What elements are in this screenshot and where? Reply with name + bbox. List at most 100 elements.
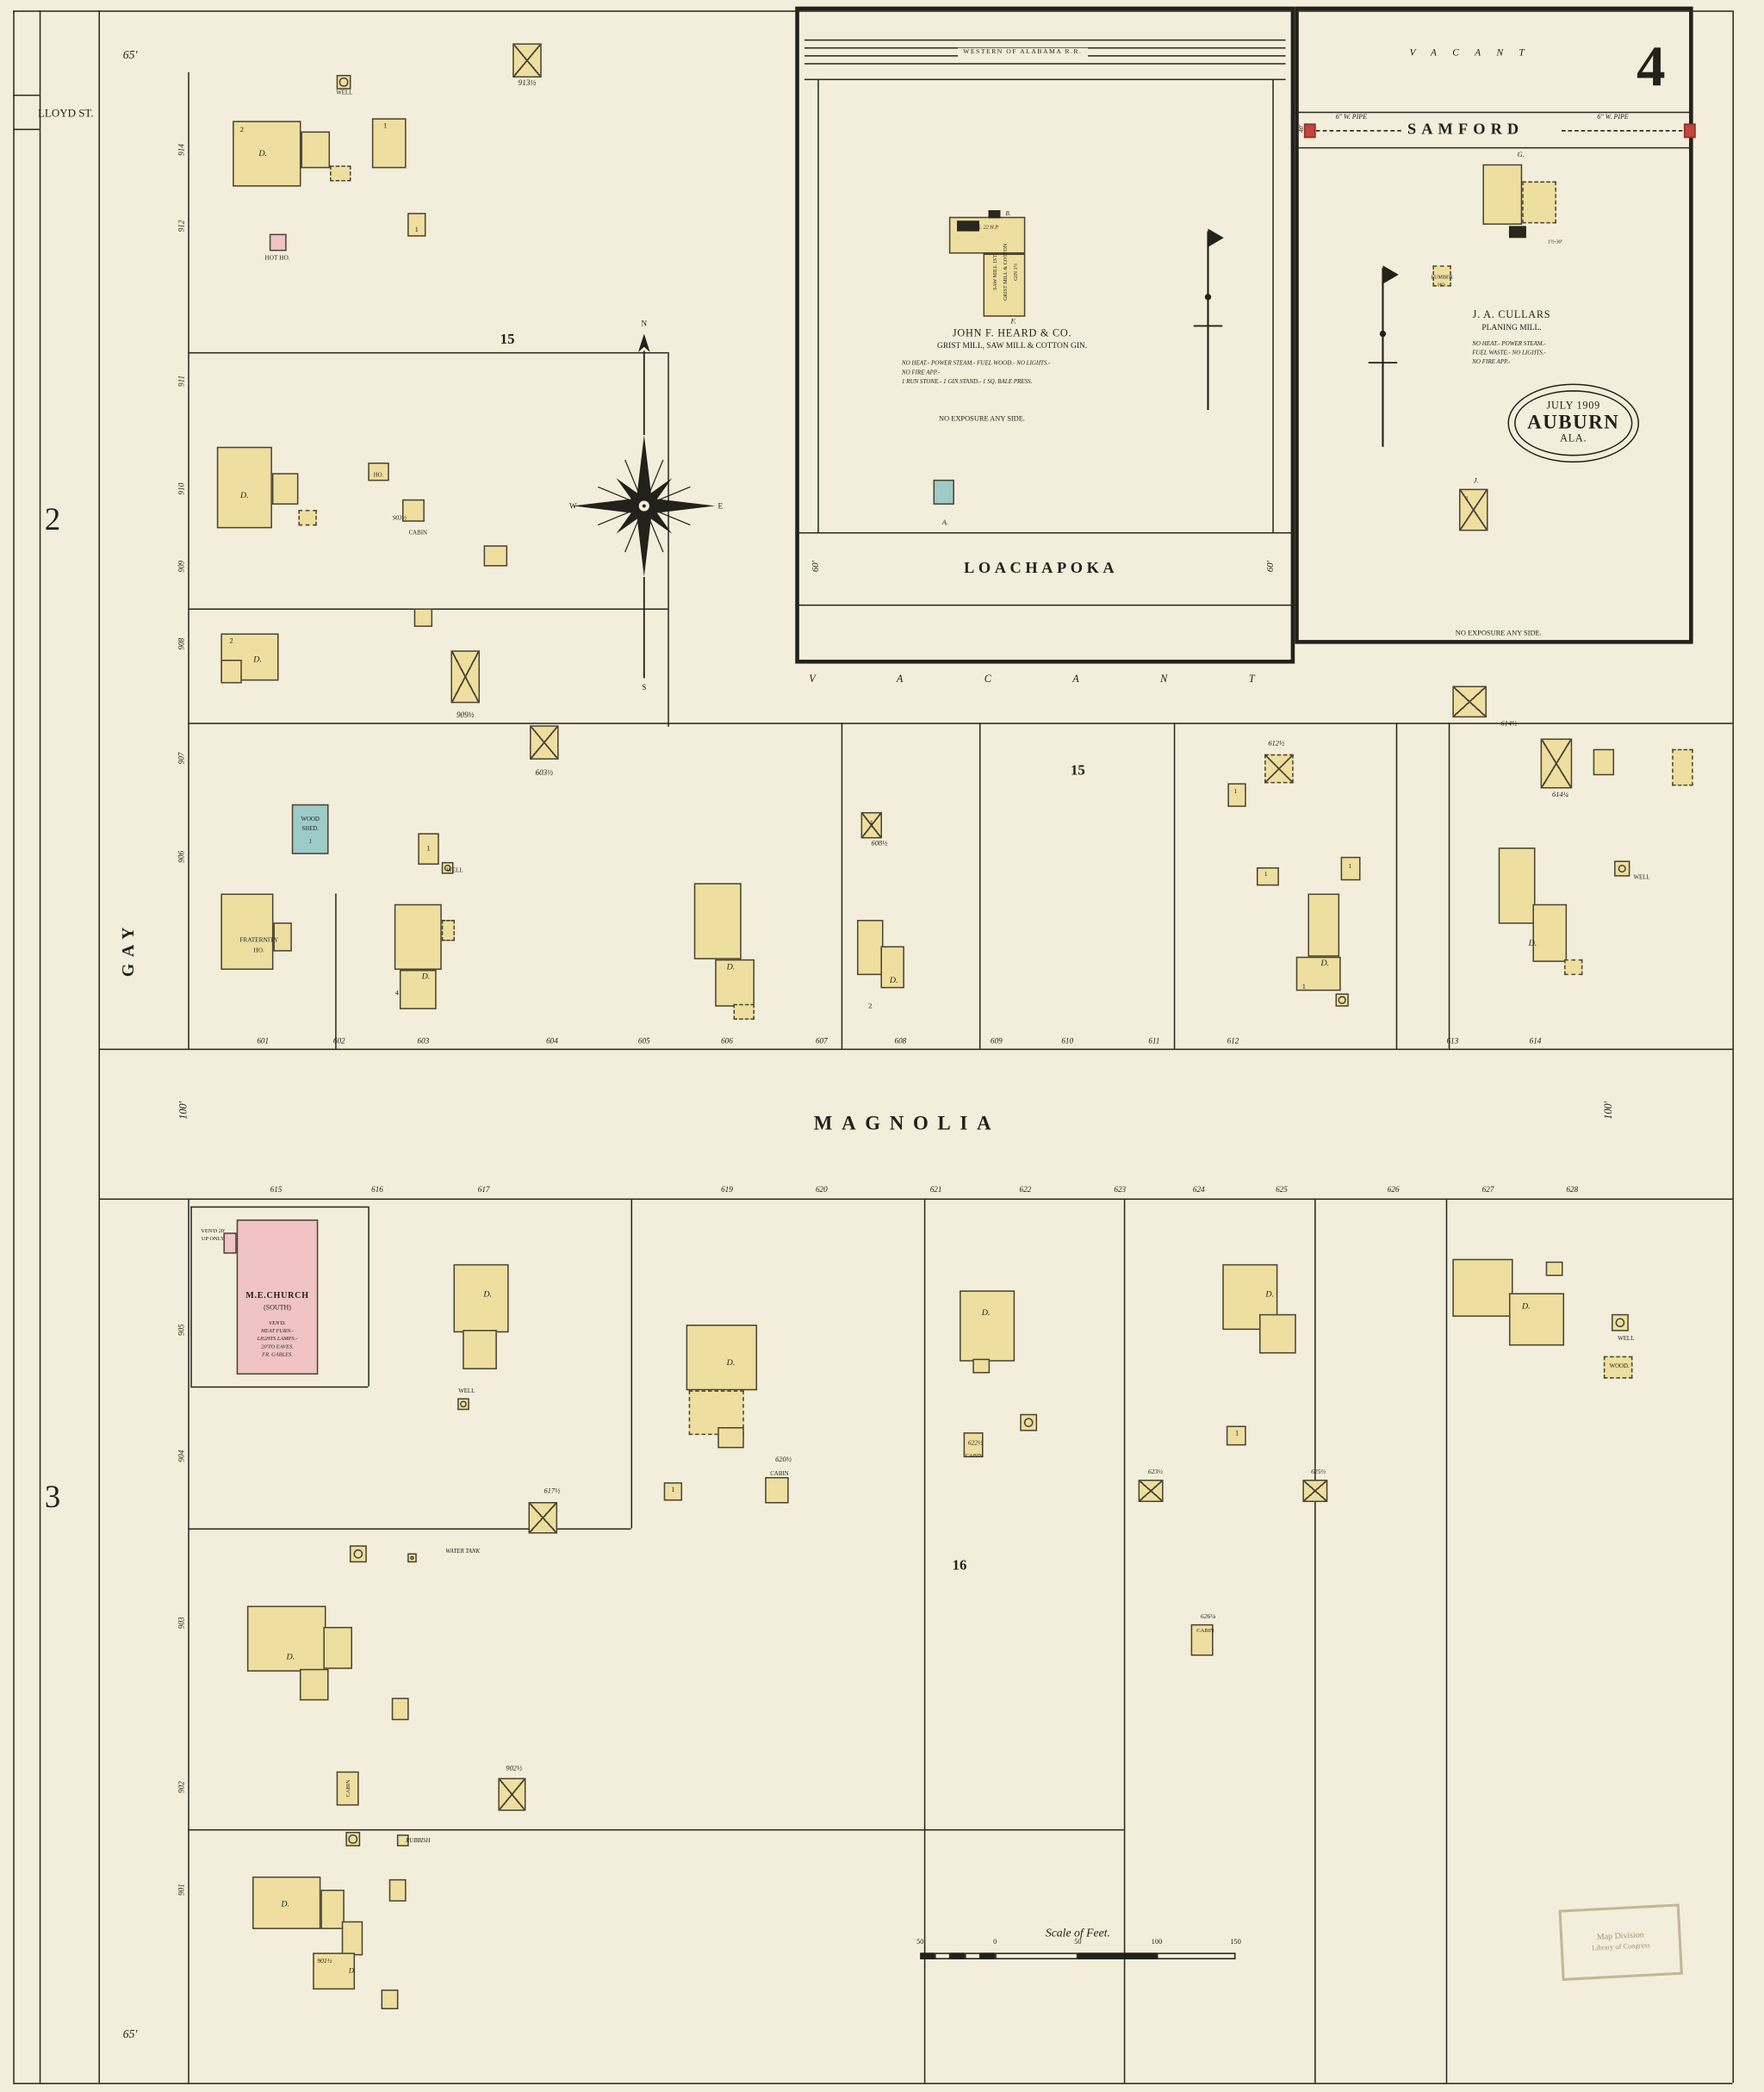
- map-label: 626: [1387, 1186, 1400, 1195]
- building-footprint: [960, 1290, 1016, 1362]
- church-name-sub: (SOUTH): [264, 1304, 291, 1313]
- map-label: 911: [178, 375, 187, 388]
- map-label: D.: [726, 963, 736, 972]
- map-label: 605: [637, 1038, 650, 1046]
- map-label: 626¼: [1200, 1614, 1216, 1622]
- building-footprint: [1522, 181, 1556, 224]
- map-label: 622½: [967, 1441, 983, 1448]
- map-label: 1: [308, 838, 312, 845]
- map-border-top: [13, 10, 1733, 13]
- map-label: 622: [1019, 1186, 1032, 1195]
- well-marker: [1020, 1413, 1038, 1431]
- lot-line: [335, 893, 338, 1049]
- building-footprint: [983, 253, 1026, 317]
- inset-block-line: [1272, 78, 1275, 532]
- map-label: HO.: [253, 948, 264, 955]
- flag-pole-icon: [1193, 228, 1224, 411]
- map-label: 65': [122, 2027, 138, 2040]
- building-footprint: [1482, 164, 1523, 225]
- loachapoka-street-line-south: [795, 604, 1295, 606]
- water-pipe-line: [1562, 130, 1683, 132]
- block-number-3: 3: [44, 1481, 61, 1516]
- map-label: 619: [721, 1186, 733, 1195]
- block-number-16: 16: [952, 1557, 967, 1574]
- map-label: ENG. 22 H.P.: [970, 223, 999, 231]
- compass-rose-icon: [573, 333, 716, 679]
- map-label: 904: [178, 1450, 187, 1462]
- samford-exposure-note: NO EXPOSURE ANY SIDE.: [1455, 630, 1542, 638]
- well-marker: [1335, 993, 1349, 1007]
- map-label: 902: [178, 1781, 187, 1793]
- map-label: 616: [371, 1186, 383, 1195]
- scale-bar-segment: [950, 1952, 966, 1959]
- lot-line: [978, 723, 981, 1049]
- cullars-note: FUEL WASTE.- NO LIGHTS.-: [1472, 349, 1546, 357]
- map-label: D.: [889, 976, 898, 985]
- scale-tick: 50: [916, 1938, 924, 1947]
- well-marker: [441, 861, 454, 874]
- railroad-track-line: [804, 39, 1286, 41]
- map-label: 902½: [506, 1765, 523, 1773]
- well-marker: [1611, 1313, 1629, 1332]
- map-label: 4: [394, 990, 399, 998]
- scale-bar-segment: [995, 1952, 1078, 1959]
- building-footprint: [336, 1771, 359, 1806]
- building-footprint: [391, 1698, 409, 1721]
- building-footprint: [301, 131, 331, 169]
- map-label: 1: [414, 226, 419, 234]
- building-footprint: [1256, 867, 1279, 886]
- vacant-label-block15: V A C A N T: [809, 673, 1295, 685]
- lot-line: [188, 1198, 190, 2083]
- map-label: 906: [178, 850, 187, 863]
- well-marker: [407, 1553, 417, 1563]
- church-lot-line: [190, 1206, 369, 1208]
- map-label: D.: [726, 1358, 736, 1368]
- map-label: D.: [286, 1653, 295, 1662]
- well-marker: [336, 74, 351, 90]
- building-footprint: [1545, 1261, 1563, 1276]
- scale-tick: 100: [1151, 1938, 1163, 1947]
- map-label: D.: [1521, 1301, 1531, 1312]
- map-label: D.: [1320, 959, 1330, 969]
- railroad-track-line: [804, 63, 1286, 65]
- map-label: 612½: [1268, 740, 1285, 748]
- map-label: 909½: [456, 711, 475, 721]
- library-stamp-line2: Library of Congress: [1591, 1941, 1650, 1953]
- map-label: 606: [721, 1038, 733, 1046]
- building-footprint: [453, 1263, 509, 1333]
- crossed-outbuilding: [1540, 738, 1573, 789]
- lot-line: [188, 1828, 1124, 1831]
- heard-note: NO HEAT.- POWER STEAM.- FUEL WOOD.- NO L…: [901, 359, 1051, 367]
- map-label: 620½: [775, 1456, 792, 1465]
- pipe-label-right: 6" W. PIPE: [1597, 113, 1629, 121]
- building-footprint: [418, 833, 439, 865]
- building-footprint: [1226, 1425, 1246, 1446]
- map-label: 607: [815, 1038, 828, 1046]
- map-label: HO.: [1437, 281, 1447, 289]
- map-label: 623: [1114, 1186, 1127, 1195]
- building-footprint: [463, 1330, 497, 1369]
- flag-pole-icon: [1368, 265, 1399, 447]
- map-label: 1: [1264, 872, 1268, 878]
- building-footprint: [252, 1876, 321, 1929]
- scale-bar-segment: [1078, 1952, 1157, 1959]
- map-label: 602: [332, 1038, 345, 1046]
- lot-line: [923, 1198, 926, 2083]
- street-label-gay: GAY: [117, 921, 138, 978]
- gay-street-line-east: [98, 10, 101, 2083]
- building-footprint: [880, 946, 904, 989]
- map-label: 901: [178, 1884, 187, 1896]
- map-label: 603: [417, 1038, 430, 1046]
- scale-bar-label: Scale of Feet.: [1045, 1926, 1110, 1940]
- map-label: B.: [1005, 209, 1011, 217]
- library-stamp: Map Division Library of Congress: [1558, 1903, 1683, 1981]
- lot-line: [630, 1198, 633, 1529]
- scale-bar-segment: [1156, 1952, 1236, 1959]
- heard-firm-name: JOHN F. HEARD & CO.: [952, 326, 1072, 339]
- lot-line: [841, 723, 843, 1049]
- map-label: 625½: [1311, 1469, 1326, 1477]
- church-note: 20'TO EAVES.: [261, 1343, 294, 1350]
- building-footprint: [413, 608, 433, 627]
- building-footprint: [1593, 748, 1615, 776]
- sheet-number: 4: [1636, 34, 1666, 99]
